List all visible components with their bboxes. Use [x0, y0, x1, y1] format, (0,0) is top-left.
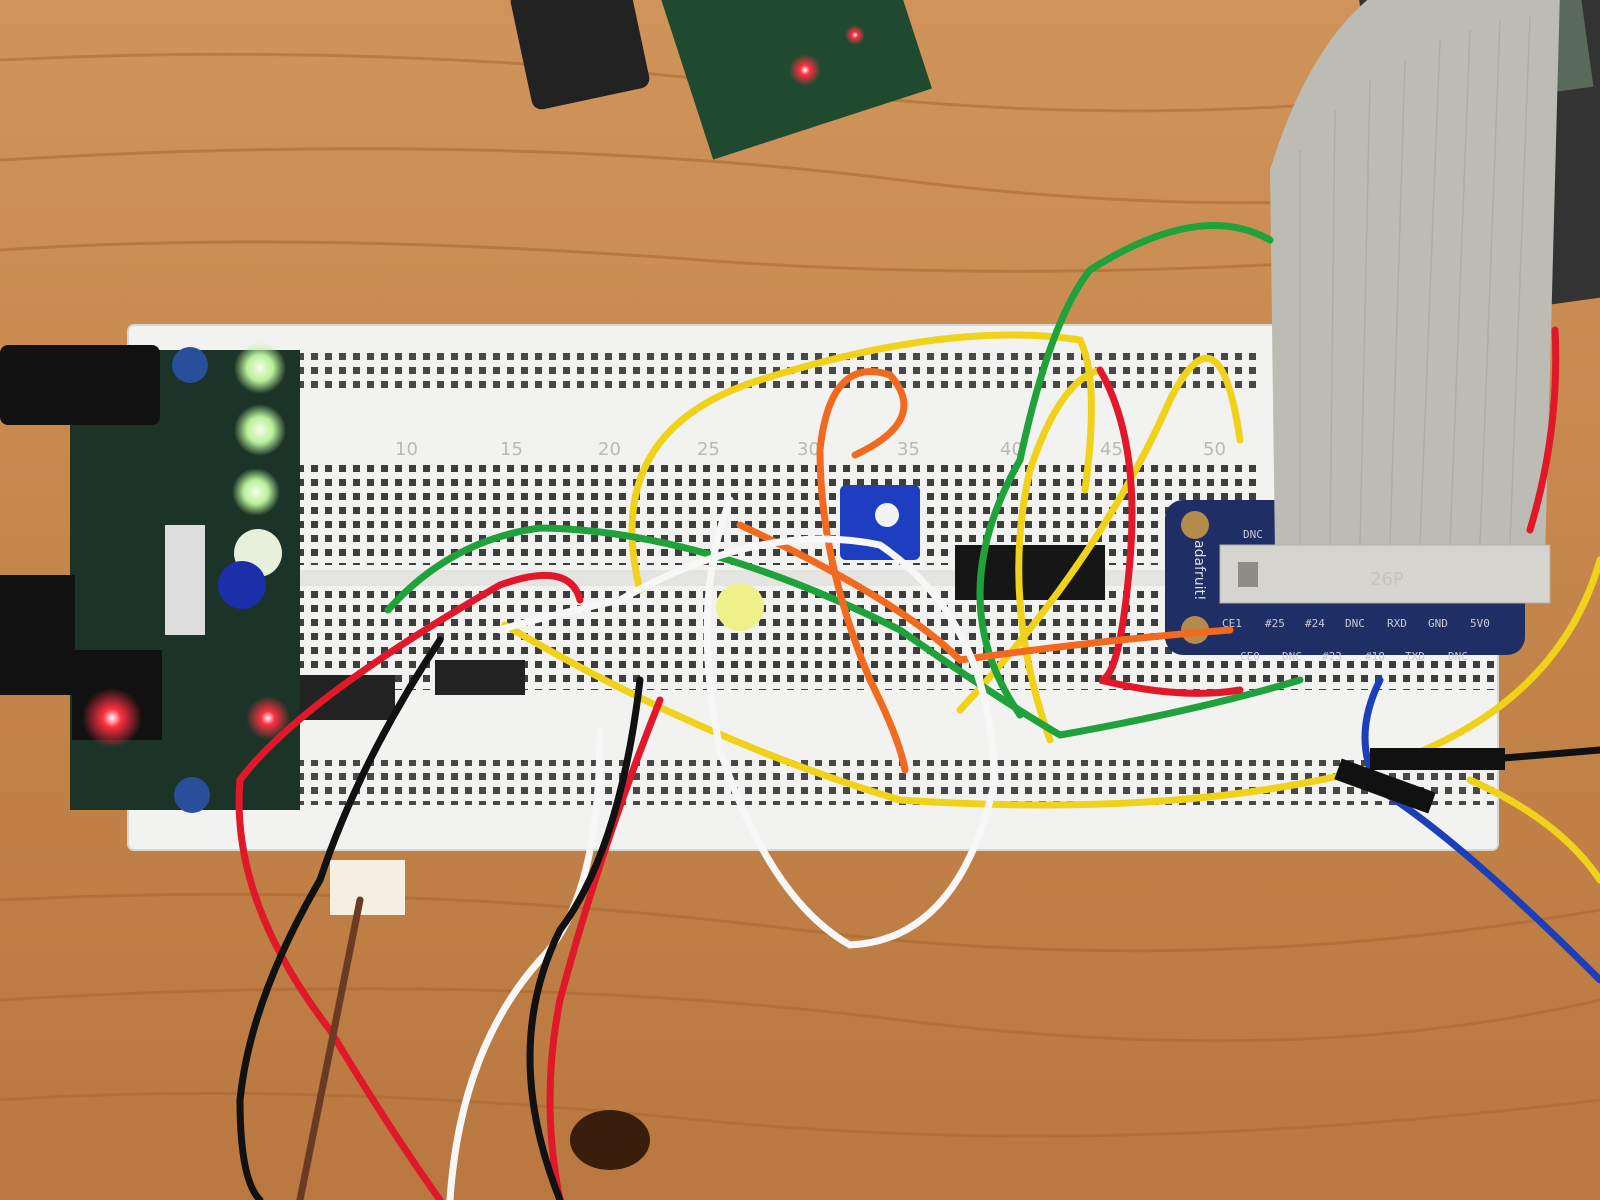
- red-wire: [546, 696, 664, 1200]
- pin-label: DNC: [1345, 617, 1365, 630]
- yellow-wire: [501, 556, 1600, 809]
- yellow-wire: [1015, 366, 1104, 744]
- red-wire: [1526, 326, 1560, 534]
- green-wire: [976, 222, 1274, 719]
- column-number: 25: [697, 439, 720, 460]
- green-led: [234, 404, 286, 456]
- pin-label: TXD: [1405, 650, 1425, 663]
- pin-label: #23: [1322, 650, 1342, 663]
- column-number: 15: [500, 439, 523, 460]
- pin-label: CE0: [1240, 650, 1260, 663]
- jumper-wires: [235, 222, 1600, 1200]
- barrel-jack: [0, 345, 160, 425]
- dupont-connector: [1370, 748, 1505, 770]
- black-wire: [236, 636, 444, 1200]
- capacitor: [172, 347, 208, 383]
- capacitor: [174, 777, 210, 813]
- green-led: [234, 342, 286, 394]
- column-number: 30: [797, 439, 820, 460]
- pin-label: #25: [1265, 617, 1285, 630]
- white-wire: [496, 496, 999, 949]
- pin-label: RXD: [1387, 617, 1407, 630]
- white-wire: [446, 726, 604, 1200]
- column-number: 20: [598, 439, 621, 460]
- brand-label: adafruit!: [1191, 540, 1207, 601]
- yellow-wire: [956, 354, 1244, 714]
- pin-label: #24: [1305, 617, 1325, 630]
- led-column: [218, 342, 764, 740]
- ribbon-connector: [1219, 544, 1551, 604]
- voltage-regulator: [0, 575, 75, 695]
- power-led-icon: [82, 688, 142, 748]
- ftdi-board: [510, 0, 932, 160]
- pin-label: #18: [1365, 650, 1385, 663]
- red-wire: [235, 571, 584, 1200]
- blue-led: [218, 561, 266, 609]
- blue-wire: [1361, 676, 1600, 984]
- pin-label: DNC: [1243, 528, 1263, 541]
- transistor: [435, 660, 525, 695]
- power-switch: [165, 525, 205, 635]
- column-number: 50: [1203, 439, 1226, 460]
- column-numbers: 10 15 20 25 30 35 40 45 50: [395, 439, 1226, 460]
- column-number: 10: [395, 439, 418, 460]
- green-led: [232, 468, 280, 516]
- yellow-led: [716, 583, 764, 631]
- column-number: 35: [897, 439, 920, 460]
- red-led: [246, 696, 290, 740]
- column-number: 45: [1100, 439, 1123, 460]
- brown-wire: [296, 896, 364, 1200]
- black-wire: [526, 676, 644, 1200]
- pin-label: 5V0: [1470, 617, 1490, 630]
- green-wire: [384, 524, 1304, 739]
- connector: [330, 860, 405, 915]
- yellow-wire: [1466, 776, 1600, 884]
- ribbon-cable: [1270, 0, 1560, 560]
- pin-label: DNC: [1282, 650, 1302, 663]
- red-wire: [1096, 366, 1244, 697]
- connector-label: 26P: [1370, 569, 1404, 590]
- pin-label: GND: [1428, 617, 1448, 630]
- wood-knot: [570, 1110, 650, 1170]
- pin-label: DNC: [1448, 650, 1468, 663]
- orange-wire: [736, 521, 1234, 664]
- dupont-connector: [1334, 758, 1436, 814]
- column-number: 40: [1000, 439, 1023, 460]
- orange-wire: [816, 368, 909, 774]
